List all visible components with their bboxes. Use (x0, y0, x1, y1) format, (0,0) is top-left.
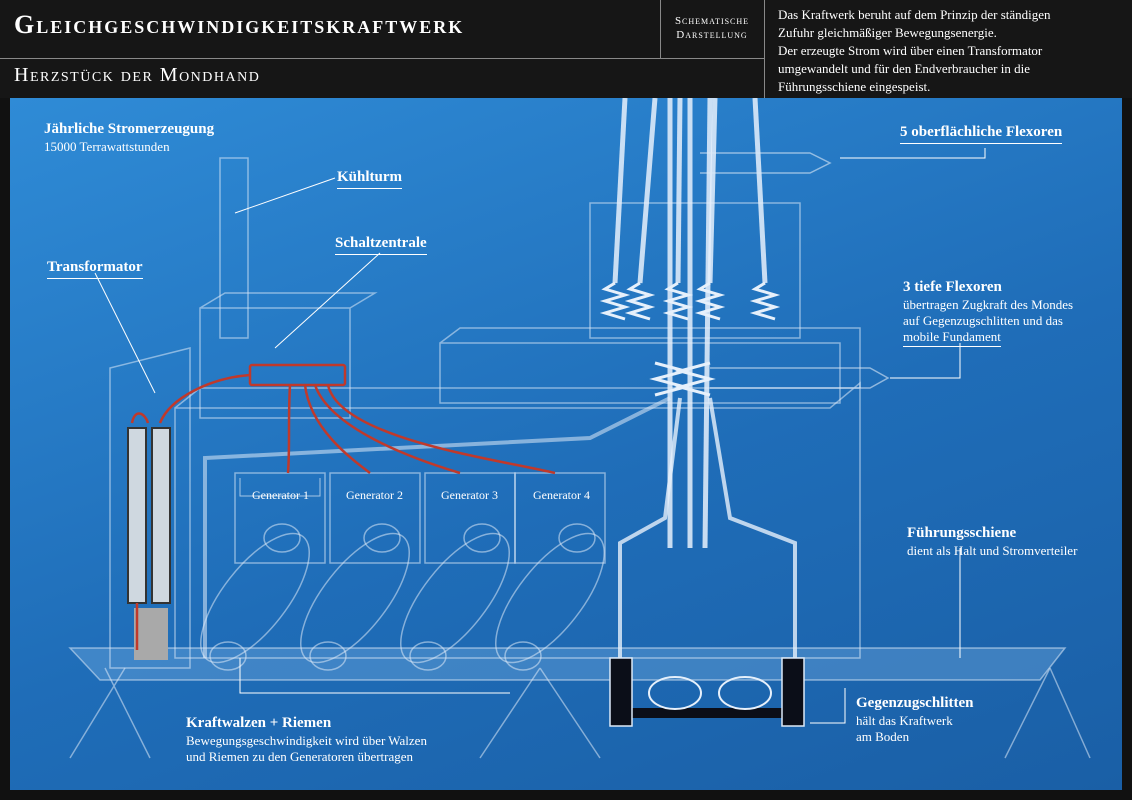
roller-end (209, 641, 247, 671)
surface-flexor-arrow (700, 152, 832, 174)
counter-sled-post-left (609, 657, 633, 727)
schematic-tag: Schematische Darstellung (662, 14, 762, 42)
annual-output-label: Jährliche Stromerzeugung 15000 Terrawatt… (44, 120, 214, 155)
transformer-label: Transformator (47, 258, 143, 279)
deep-flexors-label: 3 tiefe Flexoren übertragen Zugkraft des… (903, 278, 1073, 347)
control-center-box (199, 292, 378, 419)
generator-1-label: Generator 1 (252, 488, 309, 502)
transformer-coil (151, 427, 171, 604)
guide-rail-desc: dient als Halt und Stromverteiler (907, 543, 1078, 558)
guide-rail-title: Führungsschiene (907, 525, 1017, 541)
schematic-tag-line1: Schematische (674, 15, 750, 27)
surface-flexors-label: 5 oberflächliche Flexoren (900, 123, 1063, 144)
deep-flexors-line: auf Gegenzugschlitten und das (903, 313, 1063, 328)
generator-box (234, 472, 326, 564)
power-roller (200, 532, 310, 664)
generator-box (424, 472, 516, 564)
counter-sled-post-right (781, 657, 805, 727)
guide-rail-label: Führungsschiene dient als Halt und Strom… (907, 524, 1077, 559)
generator-2-label: Generator 2 (346, 488, 403, 502)
main-hall (174, 381, 861, 659)
guide-rail (68, 647, 1067, 681)
roller-end (263, 523, 301, 553)
rail-leg-right (1004, 667, 1091, 759)
rollers-line: und Riemen zu den Generatoren übertragen (186, 749, 414, 764)
generator-3-label: Generator 3 (441, 488, 498, 502)
rail-leg-left (69, 667, 151, 759)
deep-flexors-title: 3 tiefe Flexoren (903, 279, 1002, 295)
intro-line: Führungsschiene eingespeist. (778, 79, 931, 94)
header-divider (0, 58, 764, 59)
intro-line: Zufuhr gleichmäßiger Bewegungsenergie. (778, 25, 997, 40)
generator-box (329, 472, 421, 564)
power-roller (300, 532, 410, 664)
intro-text: Das Kraftwerk beruht auf dem Prinzip der… (778, 6, 1123, 96)
deep-flexors-line: mobile Fundament (903, 329, 1001, 347)
power-roller (495, 532, 605, 664)
blueprint-panel: Jährliche Stromerzeugung 15000 Terrawatt… (10, 98, 1122, 790)
leader-lines (94, 148, 986, 724)
page-title: Gleichgeschwindigkeitskraftwerk (14, 10, 465, 39)
page-subtitle: Herzstück der Mondhand (14, 64, 261, 86)
deep-flexor-arrow (710, 367, 890, 389)
upper-hall (439, 327, 861, 404)
sled-roller (648, 676, 702, 710)
power-cables (130, 363, 556, 650)
header: Gleichgeschwindigkeitskraftwerk Herzstüc… (0, 0, 1132, 98)
roller-end (558, 523, 596, 553)
generator-box (514, 472, 606, 564)
flexor-cables (612, 98, 768, 549)
roller-end (363, 523, 401, 553)
transformer-box (109, 347, 191, 669)
counter-sled-label: Gegenzugschlitten hält das Kraftwerk am … (856, 694, 974, 745)
roller-end (463, 523, 501, 553)
roller-end (504, 641, 542, 671)
flexor-springs (599, 281, 781, 397)
plant-diagram (68, 98, 1091, 759)
schematic-tag-line2: Darstellung (676, 29, 748, 41)
drive-belt (203, 396, 671, 658)
counter-sled-line: hält das Kraftwerk (856, 713, 953, 728)
power-roller (400, 532, 510, 664)
sled-legs (618, 397, 797, 658)
counter-sled-title: Gegenzugschlitten (856, 695, 974, 711)
rail-leg-mid (479, 667, 601, 759)
roller-end (409, 641, 447, 671)
rollers-label: Kraftwalzen + Riemen Bewegungsgeschwindi… (186, 714, 427, 765)
annual-output-value: 15000 Terrawattstunden (44, 139, 170, 154)
roller-end (309, 641, 347, 671)
intro-line: Der erzeugte Strom wird über einen Trans… (778, 43, 1043, 58)
transformer-coil (127, 427, 147, 604)
annual-output-title: Jährliche Stromerzeugung (44, 121, 215, 137)
rollers-line: Bewegungsgeschwindigkeit wird über Walze… (186, 733, 427, 748)
control-center-label: Schaltzentrale (335, 234, 427, 255)
intro-line: Das Kraftwerk beruht auf dem Prinzip der… (778, 7, 1051, 22)
counter-sled-base (622, 708, 797, 718)
cooling-tower (219, 157, 249, 339)
sled-roller (718, 676, 772, 710)
header-separator-right (764, 0, 765, 98)
generator-4-label: Generator 4 (533, 488, 590, 502)
transformer-base (134, 608, 168, 660)
deep-flexors-line: übertragen Zugkraft des Mondes (903, 297, 1074, 312)
rollers-title: Kraftwalzen + Riemen (186, 715, 332, 731)
header-separator-left (660, 0, 661, 58)
cooling-tower-label: Kühlturm (337, 168, 403, 189)
generator-label-frame (239, 478, 321, 497)
flexor-housing (589, 202, 801, 339)
counter-sled-line: am Boden (856, 729, 910, 744)
intro-line: umgewandelt und für den Endverbraucher i… (778, 61, 1030, 76)
